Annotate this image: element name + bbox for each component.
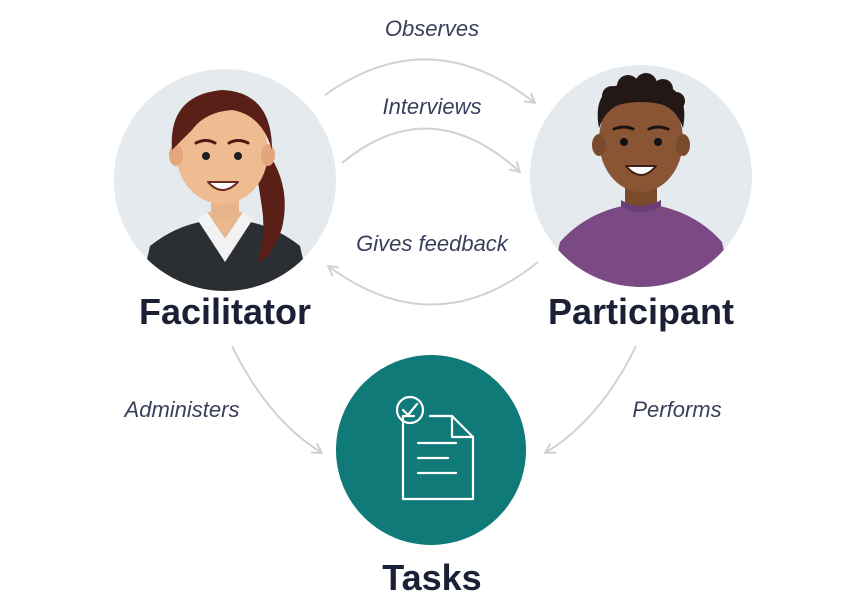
observes-label: Observes	[385, 16, 479, 41]
administers-label: Administers	[123, 397, 240, 422]
participant-avatar	[530, 65, 752, 287]
participant-label: Participant	[548, 291, 734, 332]
performs-arrow	[544, 345, 637, 454]
observes-arrow	[324, 58, 536, 104]
gives-feedback-label: Gives feedback	[356, 231, 509, 256]
gives-feedback-arrow	[327, 261, 539, 306]
interviews-arrow	[341, 127, 521, 173]
facilitator-avatar	[114, 69, 336, 291]
tasks-label: Tasks	[382, 557, 481, 598]
facilitator-label: Facilitator	[139, 291, 311, 332]
document-with-checkmark-icon	[395, 395, 475, 501]
performs-label: Performs	[632, 397, 721, 422]
interviews-label: Interviews	[382, 94, 481, 119]
tasks-node	[336, 355, 526, 545]
administers-arrow	[231, 345, 323, 454]
